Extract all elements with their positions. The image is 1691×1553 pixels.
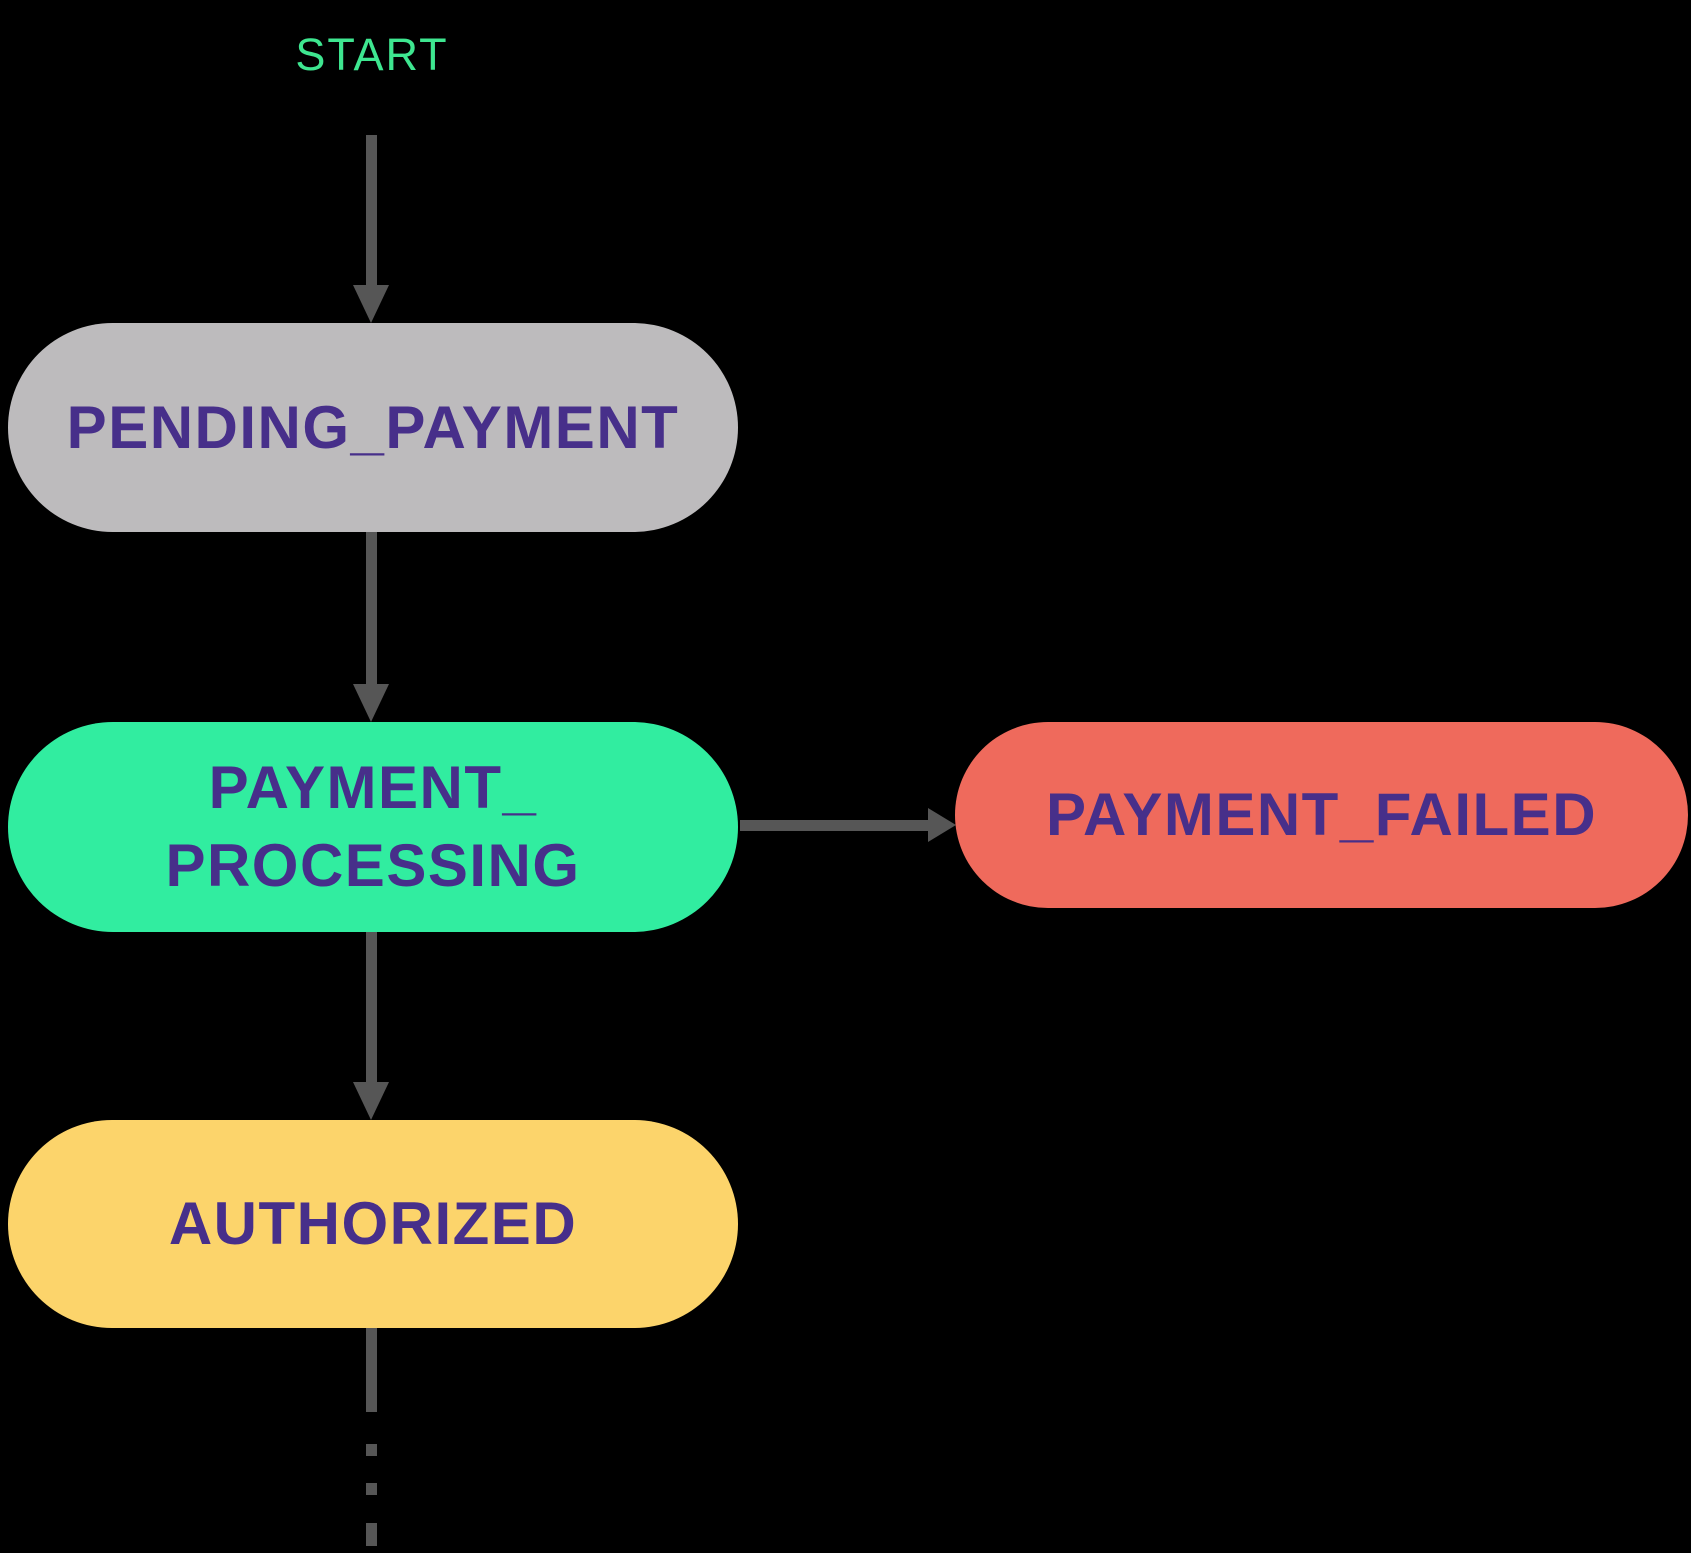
dash-segment	[366, 1483, 377, 1495]
dash-segment	[366, 1444, 377, 1456]
arrow-shaft	[740, 820, 930, 831]
arrow-shaft	[366, 135, 377, 287]
arrow-shaft	[366, 932, 377, 1084]
state-label-payment-failed: PAYMENT_FAILED	[1045, 781, 1598, 848]
state-label-line1: PAYMENT_	[208, 754, 538, 821]
state-label-payment-processing: PAYMENT_ PROCESSING	[165, 749, 580, 905]
arrow-head-icon	[928, 808, 956, 842]
state-label-line2: PROCESSING	[165, 832, 581, 899]
arrow-head-icon	[353, 285, 389, 323]
state-node-authorized: AUTHORIZED	[8, 1120, 738, 1328]
arrow-head-icon	[353, 684, 389, 722]
state-label-pending-payment: PENDING_PAYMENT	[66, 393, 680, 461]
arrow-shaft	[366, 532, 377, 685]
state-label-authorized: AUTHORIZED	[168, 1190, 578, 1257]
state-node-payment-failed: PAYMENT_FAILED	[955, 722, 1688, 908]
start-label: START	[295, 29, 449, 80]
state-node-pending-payment: PENDING_PAYMENT	[8, 323, 738, 532]
dash-segment	[366, 1523, 377, 1546]
arrow-head-icon	[353, 1082, 389, 1120]
dash-segment	[366, 1328, 377, 1412]
state-node-payment-processing: PAYMENT_ PROCESSING	[8, 722, 738, 932]
